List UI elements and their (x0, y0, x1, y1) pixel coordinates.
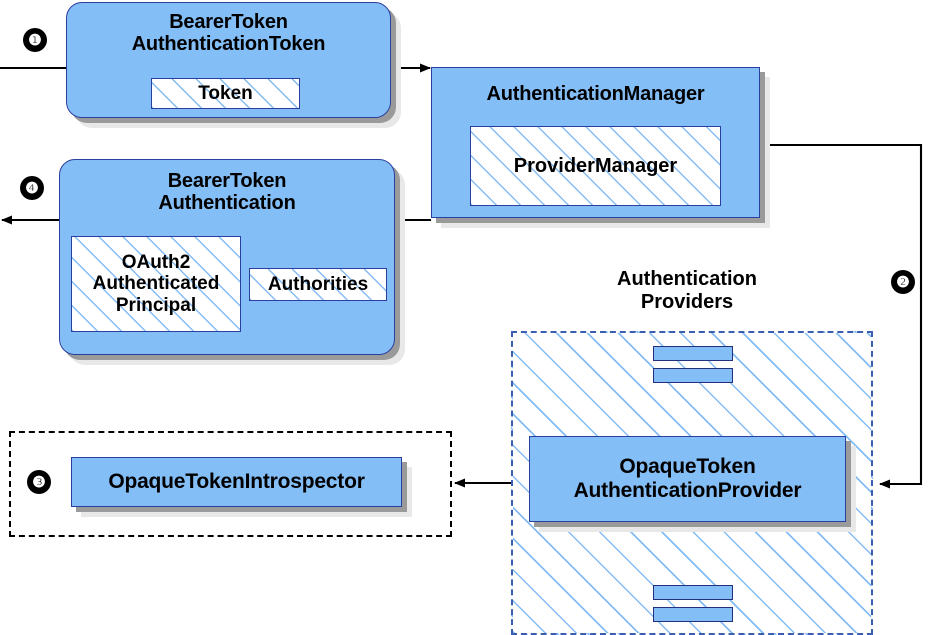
opaque-token-introspector-title: OpaqueTokenIntrospector (108, 470, 365, 494)
bearer-token-authentication-title: BearerToken Authentication (158, 170, 296, 215)
authorities-inner-box[interactable]: Authorities (249, 268, 387, 301)
opaque-token-authentication-provider-box[interactable]: OpaqueToken AuthenticationProvider (529, 436, 846, 522)
opaque-token-introspector-box[interactable]: OpaqueTokenIntrospector (71, 457, 402, 507)
bearer-token-authentication-token-title: BearerToken AuthenticationToken (131, 11, 326, 56)
step-marker-4: ❹ (20, 176, 44, 200)
provider-stack-bar-top-1 (653, 346, 733, 361)
authentication-manager-title: AuthenticationManager (486, 83, 705, 105)
oauth2-authenticated-principal-inner-box[interactable]: OAuth2 Authenticated Principal (71, 236, 241, 332)
step-marker-2: ❷ (891, 270, 915, 294)
provider-stack-bar-bottom-1 (653, 585, 733, 600)
provider-stack-bar-bottom-2 (653, 607, 733, 622)
step-marker-1: ❶ (23, 28, 47, 52)
opaque-token-authentication-provider-title: OpaqueToken AuthenticationProvider (573, 455, 802, 502)
step-marker-3: ❸ (27, 470, 51, 494)
provider-stack-bar-top-2 (653, 368, 733, 383)
opaque-token-introspector-container (9, 431, 452, 537)
provider-manager-inner-box[interactable]: ProviderManager (470, 126, 721, 206)
authentication-providers-label: Authentication Providers (617, 268, 757, 313)
token-inner-box[interactable]: Token (151, 78, 300, 109)
